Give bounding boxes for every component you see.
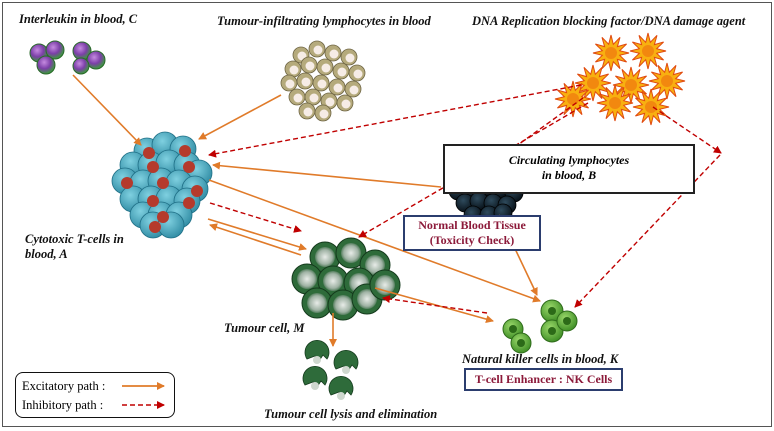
nk-cell-cluster xyxy=(502,299,578,354)
arrow-interleukin-to-cytotoxic xyxy=(72,74,142,146)
label-cytotoxic-2: blood, A xyxy=(25,247,68,261)
inhibit-cytotoxic-to-tumour xyxy=(209,202,302,233)
label-til: Tumour-infiltrating lymphocytes in blood xyxy=(217,14,431,28)
arrow-tumour-to-nk xyxy=(374,287,494,323)
label-tumour-cell: Tumour cell, M xyxy=(224,321,305,335)
label-interleukin: Interleukin in blood, C xyxy=(19,12,138,26)
label-dna-agent: DNA Replication blocking factor/DNA dama… xyxy=(472,14,746,28)
arrow-tumour-to-cytotoxic xyxy=(209,223,302,256)
arrow-til-to-cytotoxic xyxy=(198,94,282,140)
tumour-lysis-fragments xyxy=(302,339,359,400)
legend: Excitatory path : Inhibitory path : xyxy=(15,372,175,418)
inhibit-dna-to-cytotoxic xyxy=(208,84,582,158)
normal-blood-tissue-box: Normal Blood Tissue (Toxicity Check) xyxy=(403,215,541,251)
diagram-artwork xyxy=(29,32,722,400)
label-nk: Natural killer cells in blood, K xyxy=(462,352,619,366)
inhibit-dna-to-damage-right xyxy=(652,106,722,154)
inhibit-dna-to-circulating xyxy=(489,97,584,166)
legend-excitatory-label: Excitatory path : xyxy=(22,379,106,393)
tumour-cell-cluster xyxy=(291,237,401,321)
legend-swatches xyxy=(122,382,165,409)
label-cytotoxic-1: Cytotoxic T-cells in xyxy=(25,232,124,246)
arrow-cytotoxic-to-nk xyxy=(208,179,541,303)
circulating-line-1: Circulating lymphocytes xyxy=(508,153,630,167)
arrow-circulating-to-cytotoxic xyxy=(212,161,442,188)
interleukin-cells xyxy=(29,40,106,75)
label-lysis: Tumour cell lysis and elimination xyxy=(264,407,438,421)
arrow-cytotoxic-to-tumour xyxy=(207,218,307,251)
til-cell-cluster xyxy=(280,40,366,122)
nk-enhancer-box: T-cell Enhancer : NK Cells xyxy=(464,368,623,391)
cytotoxic-t-cell-cluster xyxy=(111,131,213,239)
circulating-line-2: in blood, B xyxy=(541,168,597,182)
inhibit-right-to-nk xyxy=(574,154,721,308)
legend-inhibitory-label: Inhibitory path : xyxy=(22,398,104,412)
circulating-lymphocytes-box: Circulating lymphocytes in blood, B xyxy=(443,144,695,194)
excitatory-arrows xyxy=(72,74,541,347)
normal-line-1: Normal Blood Tissue xyxy=(418,218,526,232)
normal-line-2: (Toxicity Check) xyxy=(429,233,515,247)
inhibit-nk-to-tumour xyxy=(382,295,488,314)
dna-damage-agent-icon xyxy=(554,32,686,126)
